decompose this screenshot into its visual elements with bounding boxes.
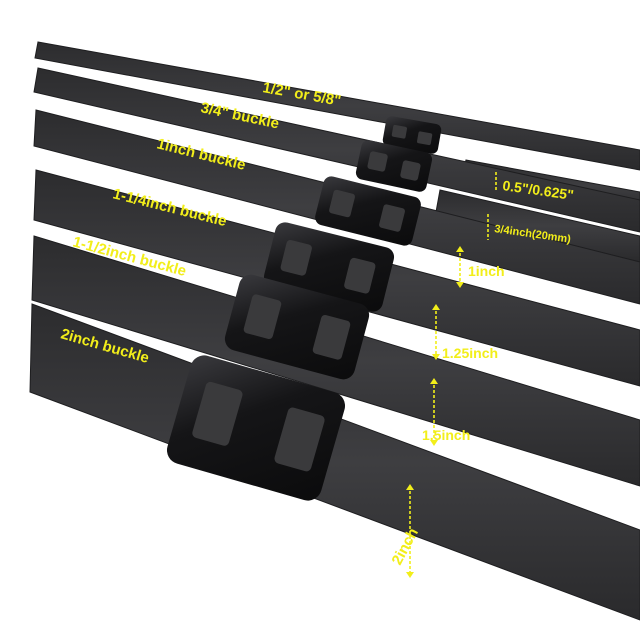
- width-marker-one-inch: 1inch: [456, 246, 505, 288]
- strap-one-half-inch: [31, 235, 640, 487]
- width-label-one-inch: 1inch: [468, 263, 505, 279]
- strap-two-inch: [29, 303, 640, 621]
- strap-one-inch: [33, 109, 640, 305]
- width-marker-one-quarter-inch: 1.25inch: [432, 304, 498, 361]
- buckle-one-half-inch: [224, 274, 370, 380]
- buckle-half-inch: [382, 116, 442, 154]
- width-label-two-inch: 2inch: [389, 525, 422, 568]
- buckle-three-quarter-inch: [355, 140, 433, 192]
- width-marker-one-half-inch: 1.5inch: [422, 378, 470, 446]
- width-label-one-quarter-inch: 1.25inch: [442, 345, 498, 361]
- width-label-one-half-inch: 1.5inch: [422, 427, 470, 443]
- buckle-one-inch: [315, 176, 421, 246]
- strap-three-quarter-inch: [33, 67, 640, 263]
- buckle-two-inch: [166, 355, 346, 501]
